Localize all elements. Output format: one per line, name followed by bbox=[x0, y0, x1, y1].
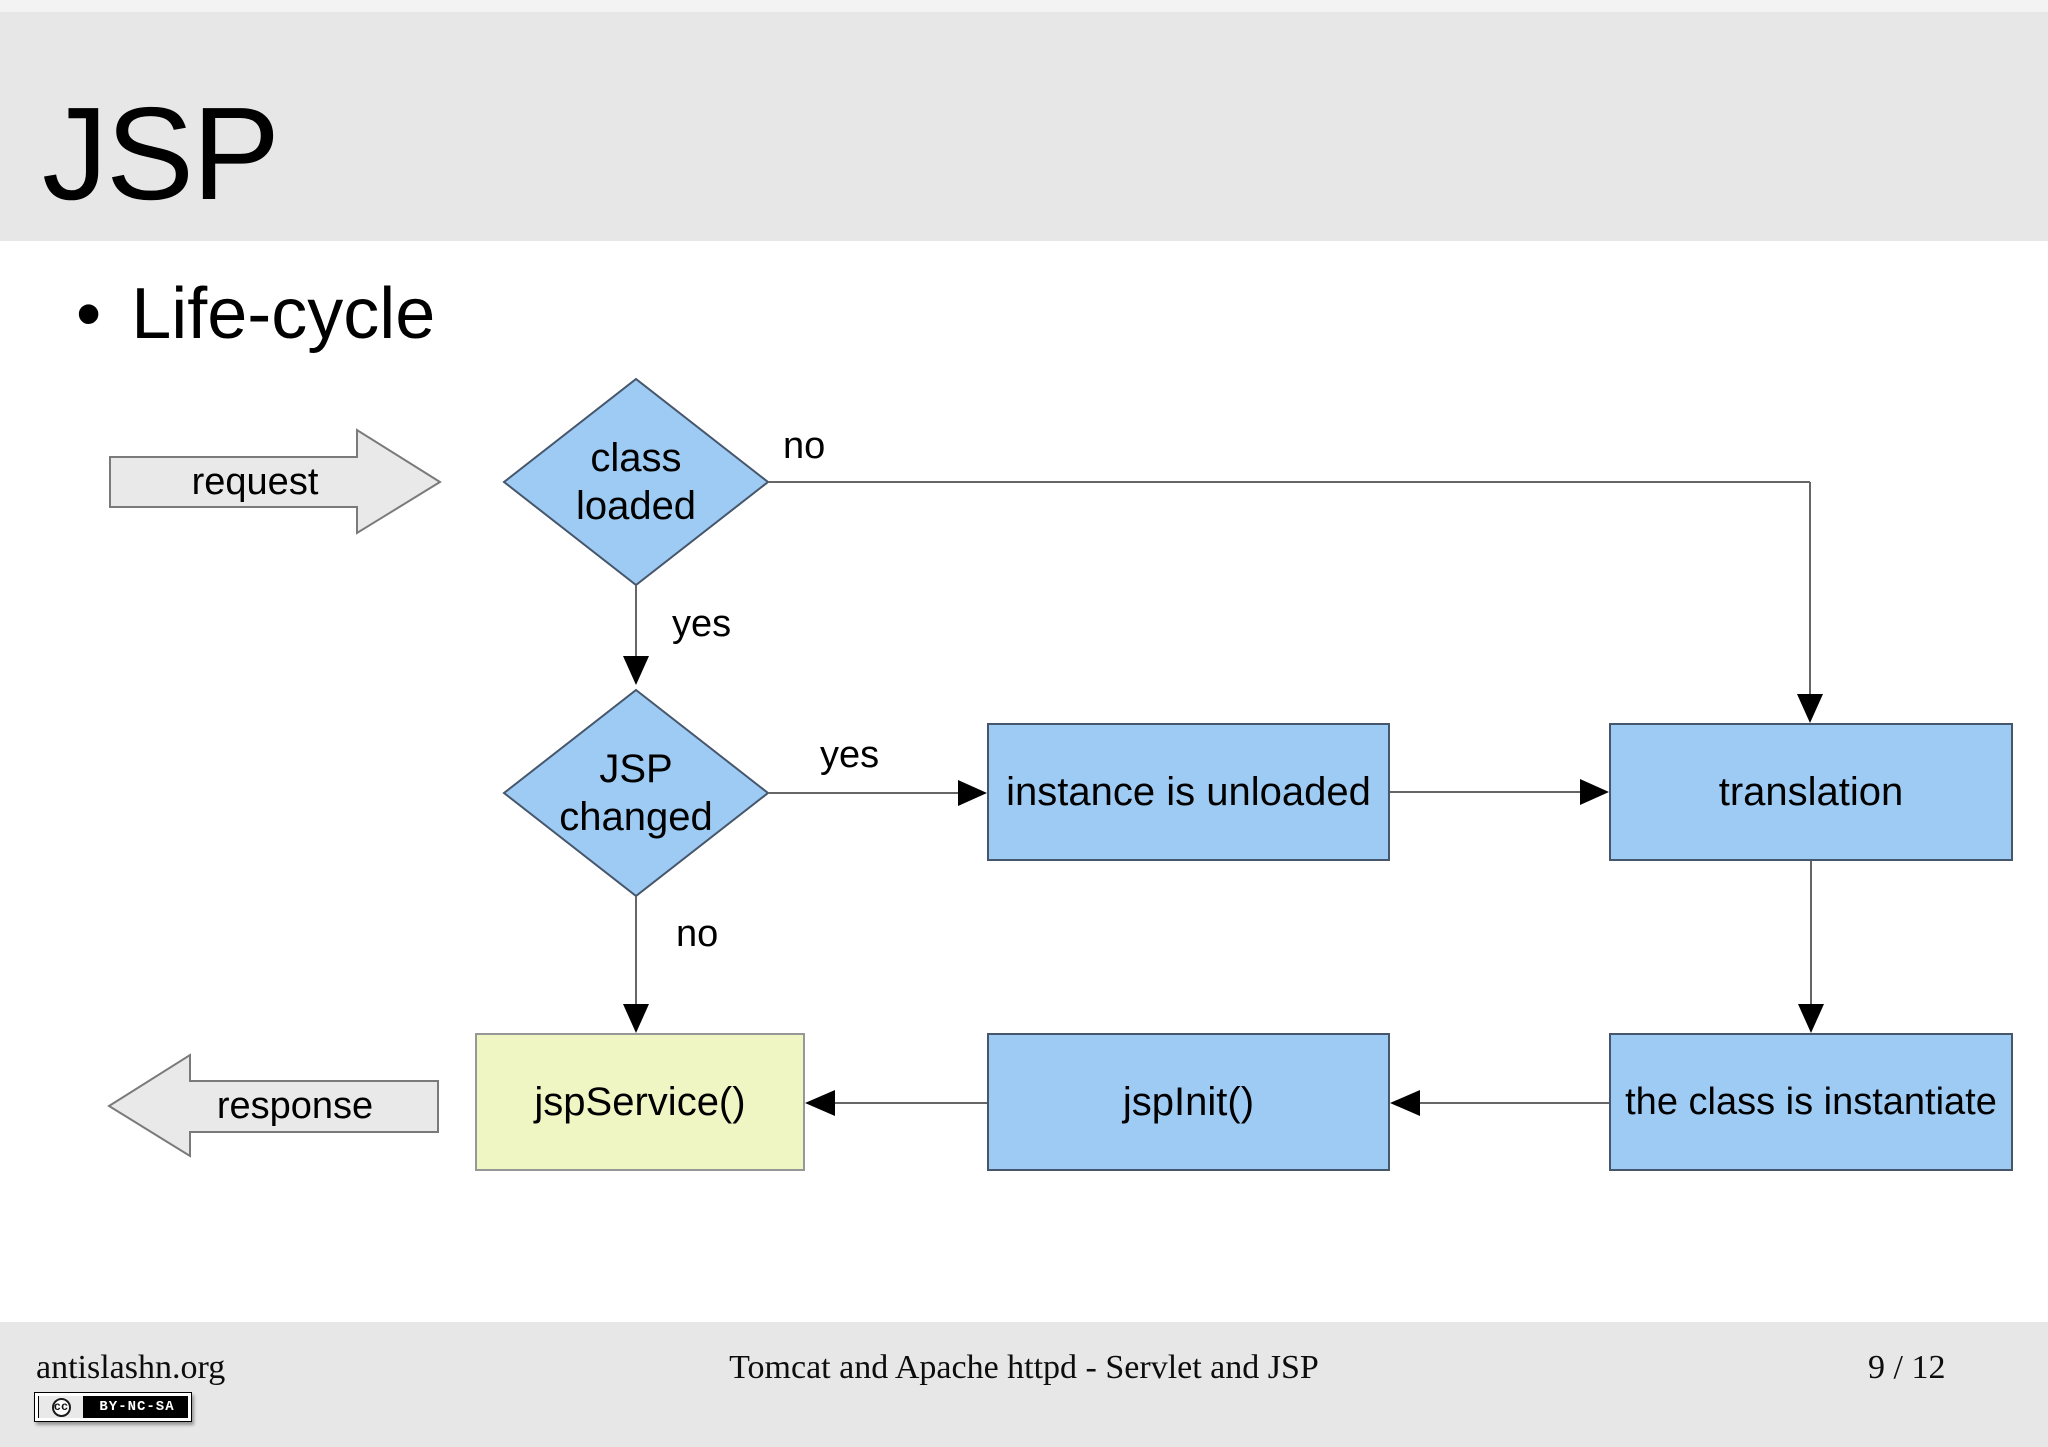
arrowhead-to-translation-top bbox=[1797, 694, 1823, 723]
node-jspservice: jspService() bbox=[475, 1033, 805, 1171]
arrowhead-to-instantiate bbox=[1798, 1004, 1824, 1033]
arrowhead-to-jspservice-right bbox=[805, 1090, 835, 1116]
arrowhead-to-instance bbox=[958, 780, 987, 806]
edge-label-no-bottom: no bbox=[676, 913, 719, 955]
edge-label-no-top: no bbox=[783, 425, 826, 467]
bullet-label: Life-cycle bbox=[131, 274, 436, 354]
node-jspinit: jspInit() bbox=[987, 1033, 1390, 1171]
bullet-icon: • bbox=[76, 274, 102, 354]
slide-footer-band bbox=[0, 1322, 2048, 1447]
bullet-item: • Life-cycle bbox=[76, 278, 435, 350]
edge-label-yes-mid: yes bbox=[820, 734, 880, 776]
arrowhead-to-translation-left bbox=[1580, 779, 1609, 805]
footer-deck-title: Tomcat and Apache httpd - Servlet and JS… bbox=[729, 1349, 1319, 1386]
node-instance-unloaded: instance is unloaded bbox=[987, 723, 1390, 861]
response-arrow-label: response bbox=[216, 1085, 374, 1127]
page-title: JSP bbox=[42, 80, 280, 227]
arrowhead-to-jspinit bbox=[1390, 1090, 1420, 1116]
slide-header-band bbox=[0, 0, 2048, 241]
edge-label-yes-top: yes bbox=[672, 603, 732, 645]
request-arrow-label: request bbox=[191, 460, 319, 503]
response-block-arrow bbox=[107, 1053, 439, 1158]
node-class-instantiate: the class is instantiate bbox=[1609, 1033, 2013, 1171]
cc-logo-icon: cc bbox=[51, 1397, 71, 1417]
arrowhead-to-jspservice-top bbox=[623, 1004, 649, 1033]
footer-site-text: antislashn.org bbox=[36, 1349, 226, 1386]
arrowhead-to-jsp-changed bbox=[623, 656, 649, 685]
request-block-arrow bbox=[109, 428, 442, 535]
decision-jsp-changed-label: JSP changed bbox=[559, 747, 713, 839]
decision-class-loaded-label: class loaded bbox=[575, 436, 697, 528]
cc-logo-section: cc bbox=[39, 1396, 83, 1418]
cc-license-badge: cc BY-NC-SA bbox=[34, 1392, 192, 1422]
node-translation: translation bbox=[1609, 723, 2013, 861]
footer-page-number: 9 / 12 bbox=[1868, 1349, 1946, 1386]
cc-license-label: BY-NC-SA bbox=[99, 1399, 175, 1415]
slide-header-top-strip bbox=[0, 0, 2048, 12]
